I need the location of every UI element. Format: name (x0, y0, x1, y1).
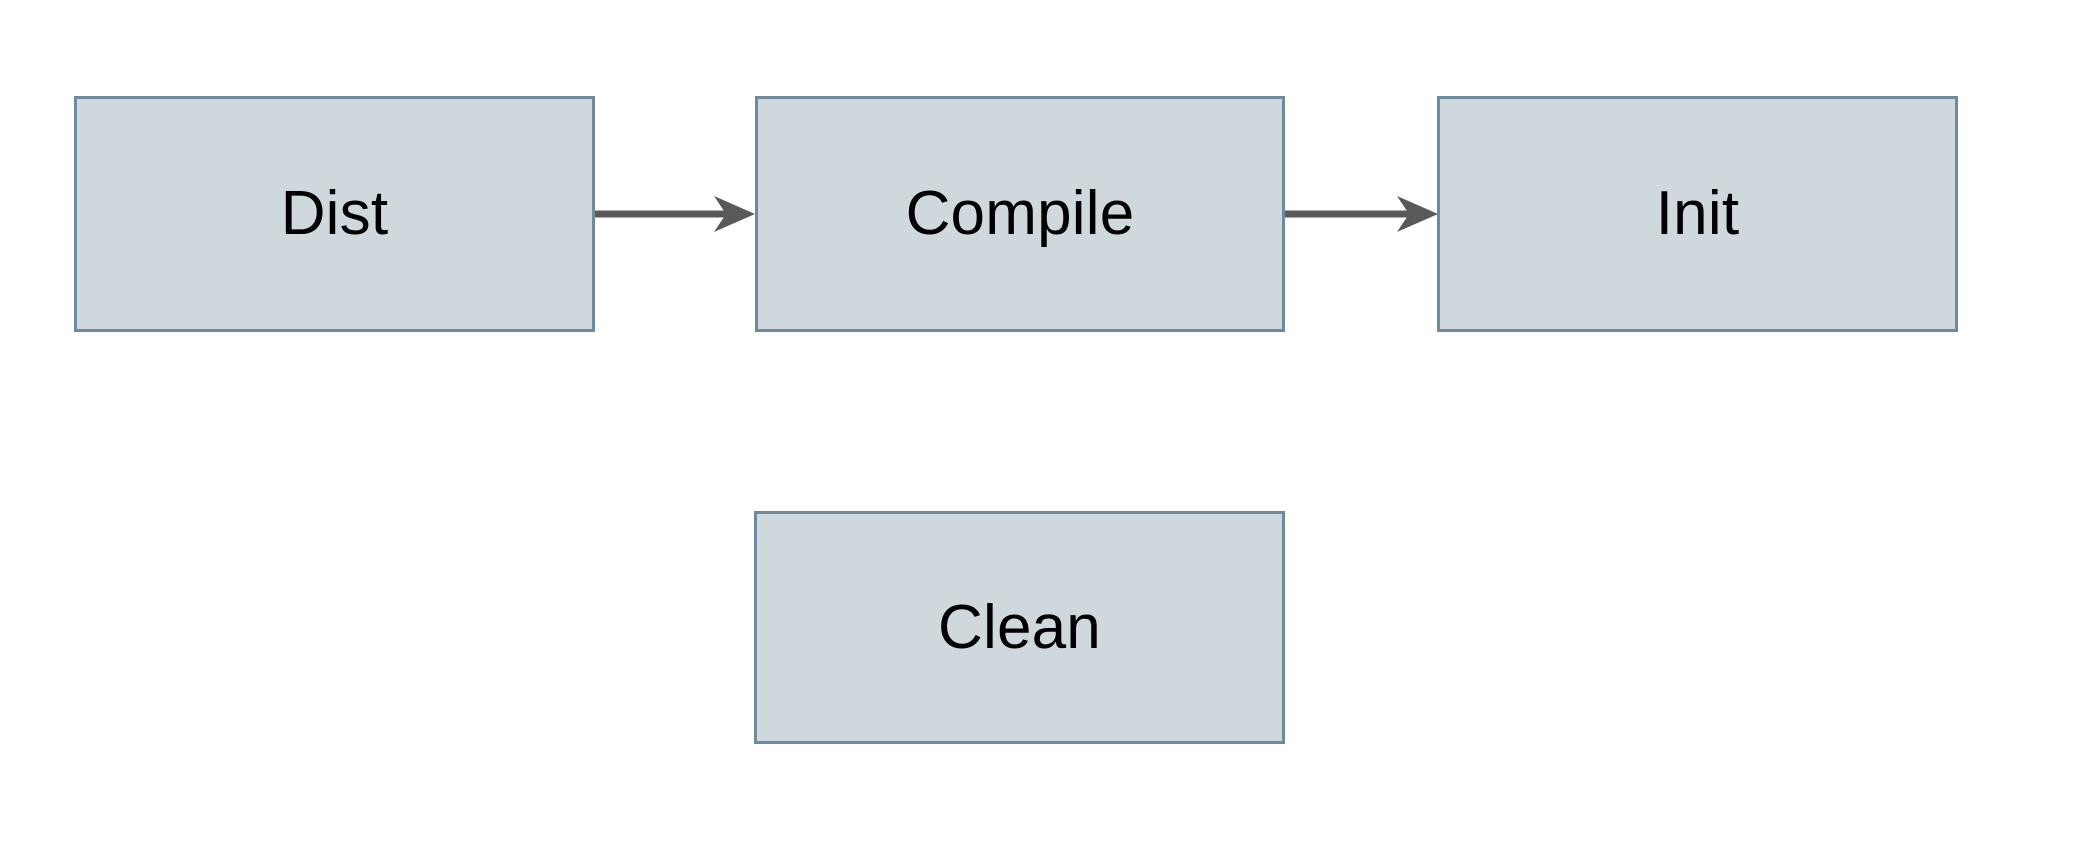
edge-compile-to-init[interactable] (1285, 193, 1440, 235)
node-compile-label: Compile (905, 179, 1135, 248)
edge-dist-to-compile[interactable] (595, 193, 757, 235)
node-init-label: Init (1655, 179, 1740, 248)
arrow-right-icon (1285, 196, 1438, 232)
node-dist[interactable]: Dist (74, 96, 595, 332)
node-clean[interactable]: Clean (754, 511, 1285, 744)
node-compile[interactable]: Compile (755, 96, 1285, 332)
node-clean-label: Clean (938, 592, 1101, 662)
arrow-right-icon (595, 196, 755, 232)
node-dist-label: Dist (280, 179, 389, 248)
node-init[interactable]: Init (1437, 96, 1958, 332)
